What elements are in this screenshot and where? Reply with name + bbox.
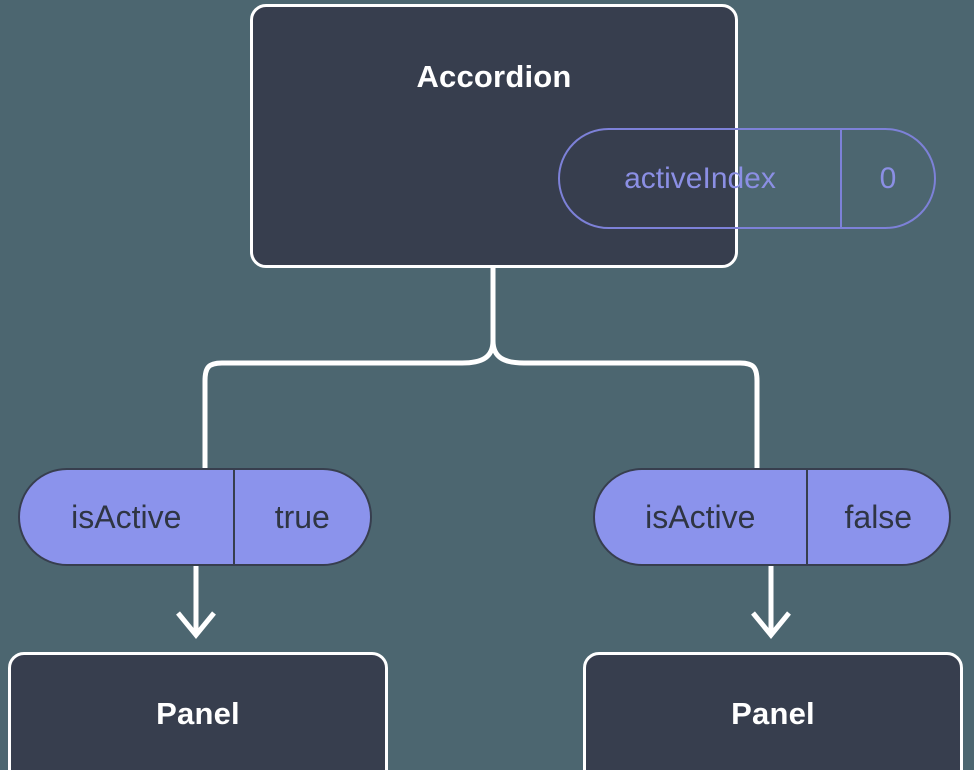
state-pill-active-index-value: 0 — [839, 130, 934, 227]
prop-pill-is-active-false-key: isActive — [645, 498, 756, 535]
prop-pill-is-active-true[interactable]: isActive true — [18, 468, 372, 566]
node-accordion[interactable]: Accordion activeIndex 0 — [250, 4, 936, 268]
prop-pill-is-active-false[interactable]: isActive false — [593, 468, 951, 566]
node-panel-left-label: Panel — [156, 696, 240, 731]
state-pill-active-index-key: activeIndex — [624, 161, 776, 195]
node-panel-left[interactable]: Panel — [8, 652, 388, 770]
prop-pill-is-active-true-value: true — [232, 470, 370, 564]
prop-pill-is-active-true-key: isActive — [71, 498, 182, 535]
arrowhead-left — [176, 611, 216, 639]
state-pill-active-index[interactable]: activeIndex 0 — [558, 128, 936, 229]
edge-fork-right — [490, 340, 760, 468]
node-panel-right[interactable]: Panel — [583, 652, 963, 770]
arrowhead-right — [751, 611, 791, 639]
edge-fork-left — [202, 340, 496, 468]
node-accordion-label: Accordion — [416, 59, 572, 94]
prop-pill-is-active-false-value: false — [805, 470, 949, 564]
node-panel-right-label: Panel — [731, 696, 815, 731]
